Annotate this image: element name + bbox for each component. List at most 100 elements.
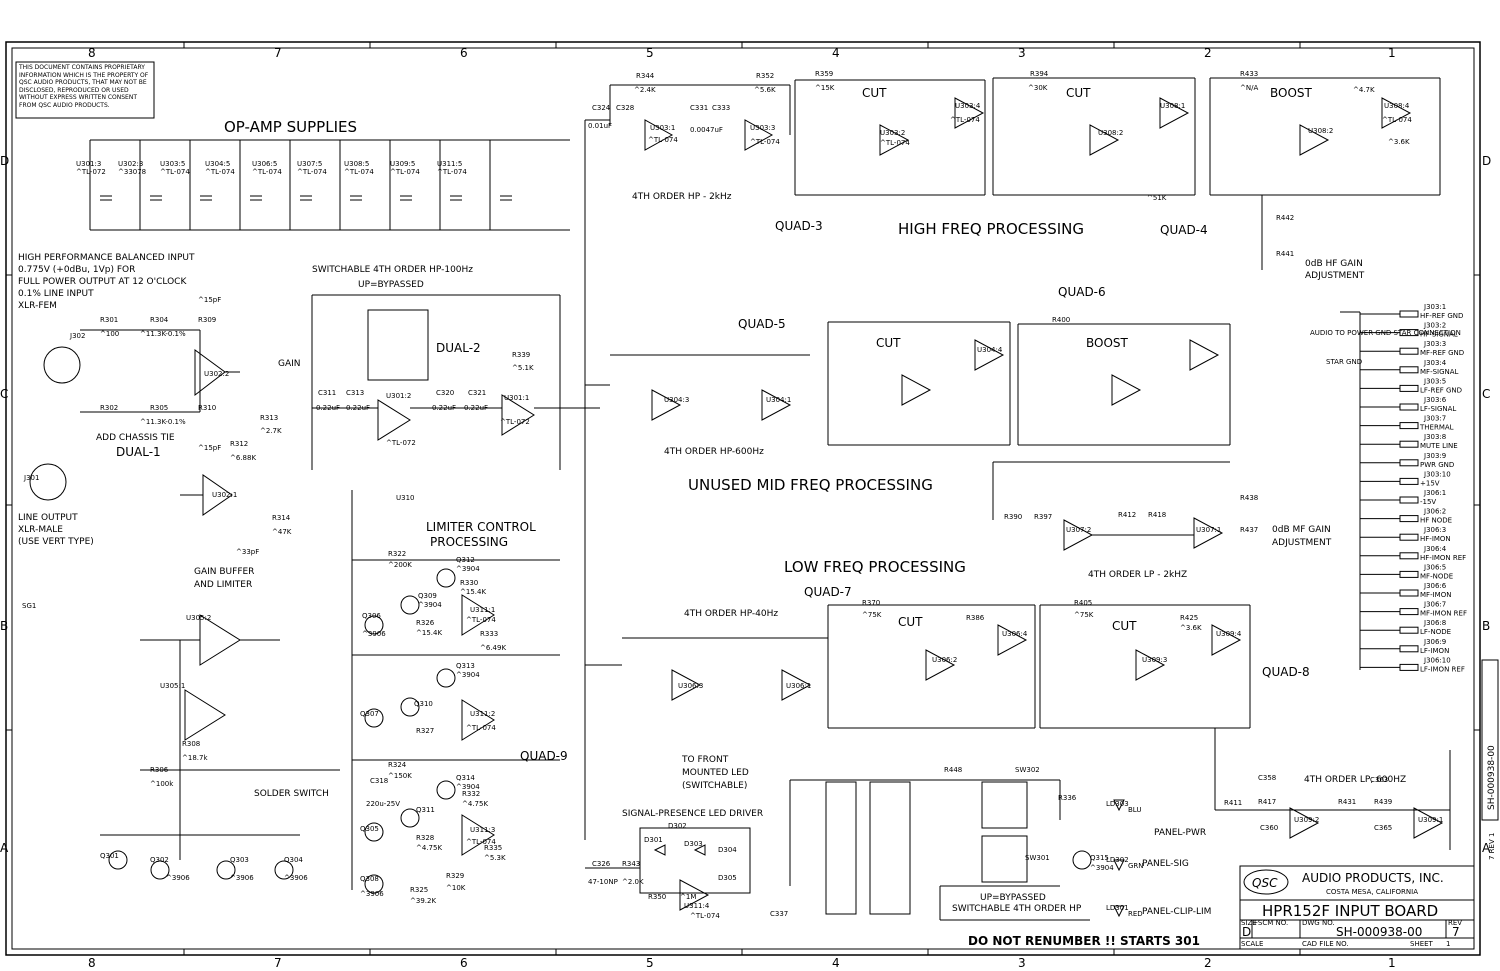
- u307-1-ref: U307:1: [1196, 526, 1221, 534]
- hf-r3-val: ^51K: [1147, 194, 1167, 202]
- connector-pin-ref: J303:10: [1423, 470, 1451, 478]
- connector-pin-signal: HF-IMON: [1420, 535, 1451, 543]
- r306-ref: R306: [150, 766, 169, 774]
- connector-pin-ref: J303:7: [1423, 415, 1446, 423]
- dwg-number: SH-000938-00: [1336, 925, 1422, 939]
- low-freq-title: LOW FREQ PROCESSING: [784, 558, 966, 576]
- c318-val: 220u-25V: [366, 800, 400, 808]
- c360-ref: C360: [1260, 824, 1278, 832]
- rev-value: 7: [1452, 925, 1460, 939]
- supply-part: U301:3: [76, 160, 101, 168]
- title-block: QSC AUDIO PRODUCTS, INC. COSTA MESA, CAL…: [1239, 865, 1475, 950]
- r343-ref: R343: [622, 860, 640, 868]
- unused-mid-title: UNUSED MID FREQ PROCESSING: [688, 476, 933, 494]
- u303-4-val: ^TL-074: [950, 116, 980, 124]
- r301-val: ^100: [100, 330, 119, 338]
- r370-ref: R370: [862, 599, 880, 607]
- u304-4-ref: U304:4: [977, 346, 1003, 354]
- d302-ref: D302: [668, 822, 687, 830]
- quad6-label: QUAD-6: [1058, 285, 1106, 299]
- q301-ref: Q301: [100, 852, 119, 860]
- c326-ref: C326: [592, 860, 611, 868]
- j302-ref: J302: [69, 332, 85, 340]
- r425-val: ^3.6K: [1180, 624, 1202, 632]
- u306-1-ref: U306:1: [786, 682, 811, 690]
- sw301-switch: [981, 835, 1028, 883]
- r325-ref: R325: [410, 886, 428, 894]
- limiter-control-title-1: LIMITER CONTROL: [426, 520, 536, 534]
- hp-2k-label: 4TH ORDER HP - 2kHz: [632, 192, 732, 202]
- r431-ref: R431: [1338, 798, 1356, 806]
- connector-pin-ref: J306:5: [1423, 563, 1446, 571]
- connector-pin-terminal: [1399, 663, 1419, 671]
- r411-ref: R411: [1224, 799, 1242, 807]
- do-not-renumber-note: DO NOT RENUMBER !! STARTS 301: [968, 934, 1200, 948]
- drawing-border: [5, 41, 1481, 956]
- r313-ref: R313: [260, 414, 278, 422]
- col-label-bottom: 5: [646, 956, 654, 970]
- supply-value: ^TL-074: [297, 168, 327, 176]
- boost-stage-1: BOOST: [1270, 86, 1313, 100]
- lp-2k-label: 4TH ORDER LP - 2kHZ: [1088, 570, 1187, 580]
- supply-part: U309:5: [390, 160, 415, 168]
- connector-pin-ref: J306:10: [1423, 656, 1451, 664]
- r412-ref: R412: [1118, 511, 1136, 519]
- signal-presence-section: SIGNAL-PRESENCE LED DRIVER TO FRONT MOUN…: [585, 755, 788, 920]
- r335-ref: R335: [484, 844, 502, 852]
- u302-2-ref: U302:2: [204, 370, 229, 378]
- c320-val: 0.22uF: [432, 404, 456, 412]
- side-label: SH-000938-00 7 REV 1: [1481, 659, 1499, 860]
- u303-2-val: ^TL-074: [880, 139, 910, 147]
- u309-1-ref: U309:1: [1418, 816, 1443, 824]
- r417-ref: R417: [1258, 798, 1276, 806]
- input-section: HIGH PERFORMANCE BALANCED INPUT 0.775V (…: [18, 253, 481, 610]
- q311-ref: Q311: [416, 806, 435, 814]
- gain-buffer-title-2: AND LIMITER: [194, 580, 252, 590]
- q307-ref: Q307: [360, 710, 379, 718]
- cut-stage-2: CUT: [1066, 86, 1091, 100]
- supply-value: ^TL-072: [76, 168, 106, 176]
- c311-ref: C311: [318, 389, 336, 397]
- r333-val: ^6.49K: [480, 644, 506, 652]
- dual1-label: DUAL-1: [116, 445, 161, 459]
- solder-switch-label: SOLDER SWITCH: [254, 789, 329, 799]
- connector-pin-ref: J303:9: [1423, 452, 1446, 460]
- row-label-left: D: [0, 154, 9, 168]
- connector-pin-signal: MF-NODE: [1420, 572, 1453, 580]
- connector-pin-terminal: [1399, 552, 1419, 560]
- drawing-title: HPR152F INPUT BOARD: [1262, 902, 1438, 920]
- col-label-top: 5: [646, 46, 654, 60]
- connector-pin-signal: MF-REF GND: [1420, 349, 1464, 357]
- u311-4-ref: U311:4: [684, 902, 710, 910]
- c313-val: 0.22uF: [346, 404, 370, 412]
- r314-ref: R314: [272, 514, 291, 522]
- c365-ref: C365: [1374, 824, 1392, 832]
- r329-ref: R329: [446, 872, 464, 880]
- connector-pin-signal: THERMAL: [1419, 424, 1454, 432]
- r335-val: ^5.3K: [484, 854, 506, 862]
- r305-ref: R305: [150, 404, 168, 412]
- r394-ref: R394: [1030, 70, 1049, 78]
- up-bypassed-bottom: UP=BYPASSED: [980, 893, 1046, 903]
- input-note-1: HIGH PERFORMANCE BALANCED INPUT: [18, 253, 195, 263]
- connector-pin-terminal: [1399, 403, 1419, 411]
- c331-ref: C331: [690, 104, 708, 112]
- row-label-right: B: [1482, 619, 1490, 633]
- ld302-ref: LD302: [1106, 856, 1129, 864]
- high-freq-section: HIGH FREQ PROCESSING QUAD-3 QUAD-4 4TH O…: [584, 70, 1441, 840]
- sw302-switch: [981, 781, 1028, 829]
- c367-val: ^33pF: [236, 548, 259, 556]
- input-note-3: FULL POWER OUTPUT AT 12 O'CLOCK: [18, 277, 187, 287]
- connector-pin-signal: HF-IMON REF: [1420, 554, 1466, 562]
- quad3-label: QUAD-3: [775, 219, 823, 233]
- q313-val: ^3904: [456, 671, 480, 679]
- u303-1-val: ^TL-074: [648, 136, 678, 144]
- connector-pin-signal: LF-IMON: [1420, 647, 1449, 655]
- rev-label: REV: [1448, 919, 1462, 927]
- r328-ref: R328: [416, 834, 434, 842]
- r330-val: ^15.4K: [460, 588, 486, 596]
- r339-val: ^5.1K: [512, 364, 534, 372]
- dual2-label: DUAL-2: [436, 341, 481, 355]
- side-dwg-number: SH-000938-00: [1487, 745, 1497, 810]
- supply-value: ^TL-074: [160, 168, 190, 176]
